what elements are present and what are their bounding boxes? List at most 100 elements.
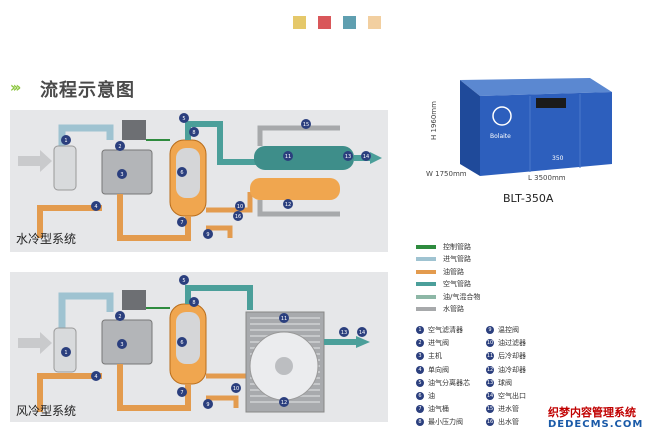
- color-square-1: [293, 16, 306, 29]
- brand-logo-icon: [492, 106, 512, 126]
- component-number: 9: [486, 326, 494, 334]
- marker-circle: [179, 275, 189, 285]
- component-number: 16: [486, 418, 494, 427]
- air-cooled-label: 风冷型系统: [16, 404, 77, 418]
- component-label: 出水管: [498, 418, 519, 427]
- marker-label: 12: [285, 202, 291, 208]
- marker-label: 5: [182, 116, 185, 122]
- section-title: 流程示意图: [40, 80, 135, 101]
- main-compressor: [101, 149, 153, 195]
- legend-swatch: [416, 269, 436, 274]
- watermark-domain: DEDECMS.COM: [548, 419, 644, 430]
- component-label: 进气阀: [428, 339, 449, 348]
- marker-label: 6: [180, 340, 183, 346]
- component-number: 7: [416, 405, 424, 414]
- legend-item: 控制管路: [416, 242, 471, 251]
- marker-label: 11: [281, 316, 287, 322]
- marker-circle: [283, 199, 293, 209]
- oil-cooler: [250, 178, 340, 200]
- chevron-arrows-icon: ›››: [10, 80, 21, 96]
- component-number: 4: [416, 365, 424, 374]
- legend-label: 油管路: [443, 267, 464, 276]
- marker-circle: [339, 327, 349, 337]
- marker-label: 9: [206, 232, 209, 238]
- legend-swatch: [416, 307, 436, 311]
- legend-label: 控制管路: [443, 242, 471, 251]
- marker-circle: [177, 217, 187, 227]
- length-dimension: L 3500mm: [528, 174, 566, 182]
- marker-circle: [115, 311, 125, 321]
- component-item: 2 进气阀: [416, 338, 449, 348]
- marker-circle: [189, 127, 199, 137]
- marker-label: 1: [64, 138, 67, 144]
- component-number: 10: [486, 339, 494, 348]
- marker-circle: [177, 167, 187, 177]
- component-item: 16 出水管: [486, 417, 519, 427]
- component-label: 后冷却器: [498, 352, 526, 361]
- legend-swatch: [416, 294, 436, 299]
- marker-circle: [115, 141, 125, 151]
- component-label: 油过滤器: [498, 339, 526, 348]
- component-number: 5: [416, 378, 424, 387]
- marker-circle: [203, 229, 213, 239]
- air-filter: [53, 145, 77, 191]
- marker-circle: [301, 119, 311, 129]
- component-number: 1: [416, 326, 424, 334]
- color-square-3: [343, 16, 356, 29]
- intake-valve: [122, 120, 146, 140]
- watermark-text: 织梦内容管理系统: [548, 406, 636, 419]
- marker-circle: [235, 201, 245, 211]
- component-label: 进水管: [498, 405, 519, 414]
- marker-label: 15: [303, 122, 309, 128]
- component-label: 油冷却器: [498, 365, 526, 374]
- component-label: 油: [428, 392, 435, 400]
- legend-label: 水管路: [443, 305, 464, 313]
- legend-swatch: [416, 282, 436, 286]
- component-item: 7 油气桶: [416, 404, 449, 414]
- marker-circle: [91, 371, 101, 381]
- color-square-4: [368, 16, 381, 29]
- intake-arrow: [18, 150, 52, 172]
- marker-circle: [279, 397, 289, 407]
- component-label: 最小压力阀: [428, 418, 463, 427]
- component-label: 球阀: [498, 378, 512, 387]
- legend-item: 空气管路: [416, 280, 471, 289]
- brand-text: Bolaite: [490, 133, 511, 140]
- marker-circle: [177, 387, 187, 397]
- legend-item: 进气管路: [416, 255, 471, 264]
- marker-label: 13: [341, 330, 347, 336]
- marker-label: 11: [285, 154, 291, 160]
- component-number: 11: [486, 352, 494, 361]
- marker-circle: [231, 383, 241, 393]
- marker-label: 14: [363, 154, 369, 160]
- color-square-2: [318, 16, 331, 29]
- component-number: 2: [416, 339, 424, 348]
- component-label: 油气桶: [428, 405, 449, 414]
- marker-label: 9: [206, 402, 209, 408]
- marker-label: 8: [192, 130, 195, 136]
- marker-label: 4: [94, 374, 97, 380]
- marker-circle: [283, 151, 293, 161]
- marker-circle: [117, 339, 127, 349]
- component-label: 空气出口: [498, 392, 526, 400]
- control-panel: [536, 98, 566, 108]
- compressor-product-image: Bolaite 350: [460, 78, 612, 176]
- component-number: 6: [416, 392, 424, 400]
- model-name: BLT-350A: [503, 192, 554, 205]
- component-number: 3: [416, 352, 424, 361]
- marker-circle: [343, 151, 353, 161]
- water-cooled-label: 水冷型系统: [16, 232, 77, 246]
- marker-label: 16: [235, 214, 241, 220]
- component-label: 主机: [428, 352, 442, 361]
